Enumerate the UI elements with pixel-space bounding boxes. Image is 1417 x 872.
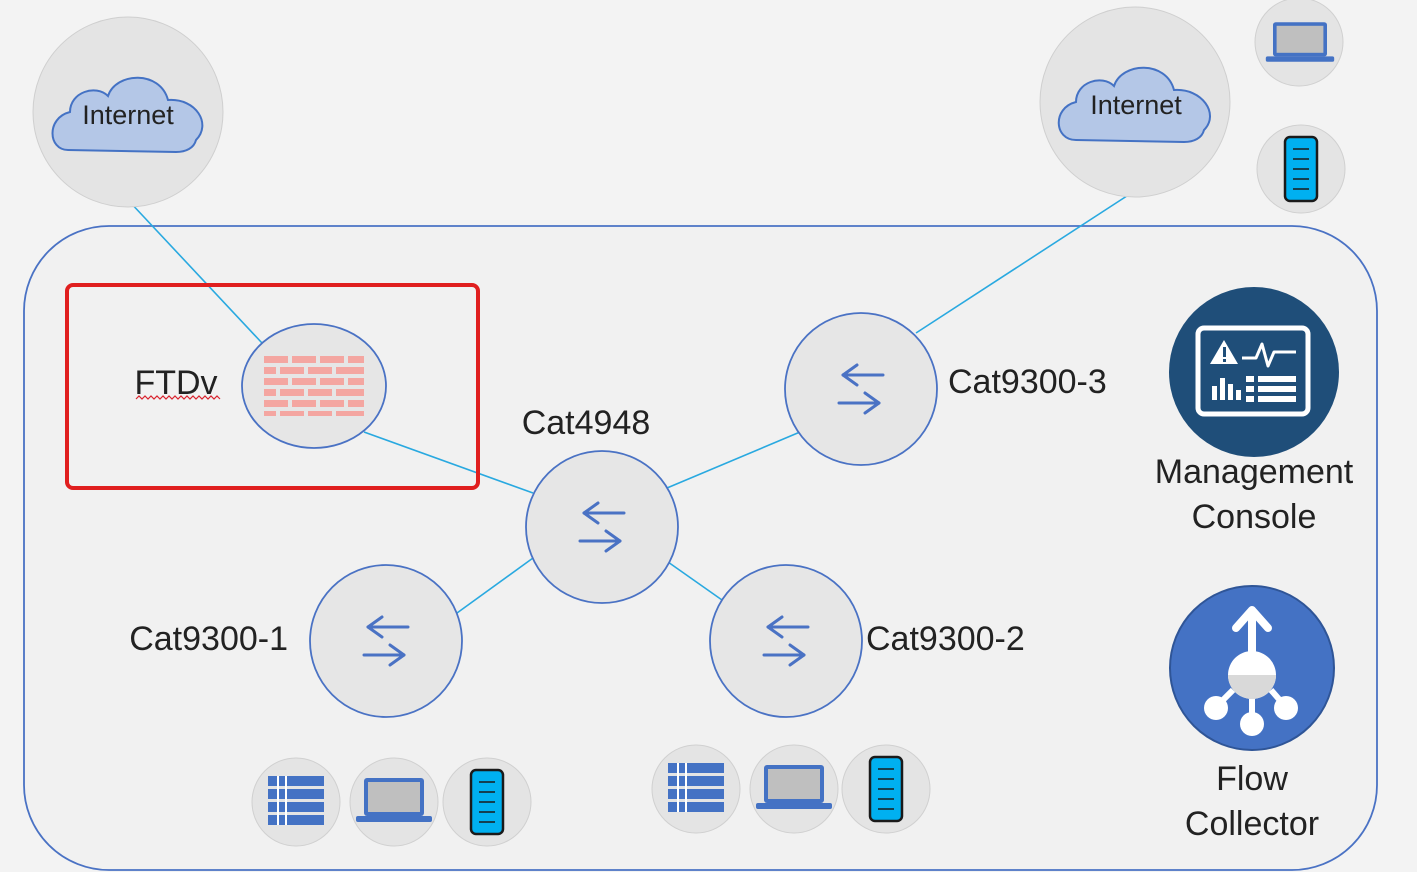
cat4948-label: Cat4948: [522, 404, 651, 442]
management-console-node[interactable]: [1169, 287, 1339, 457]
spellcheck-underline: [135, 395, 221, 400]
cat4948-node[interactable]: [525, 450, 679, 604]
link-ftdv-cat4948: [363, 431, 534, 494]
link-cat4948-cat9300-3: [666, 431, 801, 489]
endpoint-server-right: [651, 744, 741, 834]
cat9300-1-label: Cat9300-1: [129, 620, 288, 658]
laptop-icon: [1265, 22, 1335, 62]
internet-left-label: Internet: [82, 100, 174, 130]
cat9300-3-label: Cat9300-3: [948, 363, 1107, 401]
flow-collector-label-line1: Flow: [1216, 760, 1288, 798]
internet-left-node: Internet: [32, 16, 224, 208]
flow-collector-label-line2: Collector: [1185, 805, 1319, 843]
endpoint-phone-left: [442, 757, 532, 847]
flow-collector-icon: [1204, 606, 1298, 736]
cat9300-1-node[interactable]: [309, 564, 463, 718]
links: [127, 191, 1134, 614]
cat9300-3-node[interactable]: [784, 312, 938, 466]
cloud-icon: [1057, 66, 1211, 144]
management-console-label-line1: Management: [1155, 453, 1354, 491]
cat9300-2-node[interactable]: [709, 564, 863, 718]
ftdv-highlight-box: [65, 283, 480, 490]
phone-icon: [1283, 135, 1319, 203]
ftdv-label: FTDv: [134, 364, 217, 402]
link-cat4948-cat9300-1: [456, 557, 534, 614]
phone-icon: [469, 768, 505, 836]
firewall-icon: [264, 356, 364, 416]
link-cat9300-3-internet: [915, 191, 1134, 334]
flow-collector-node[interactable]: [1169, 585, 1335, 751]
cloud-icon: [51, 76, 204, 154]
internet-right-node: Internet: [1039, 6, 1231, 198]
link-cat4948-cat9300-2: [667, 561, 723, 601]
endpoint-phone-right: [841, 744, 931, 834]
endpoint-laptop-left: [349, 757, 439, 847]
top-right-phone: [1256, 124, 1346, 214]
ftdv-node[interactable]: [241, 323, 387, 449]
endpoint-laptop-right: [749, 744, 839, 834]
laptop-icon: [356, 778, 432, 822]
management-console-label-line2: Console: [1192, 498, 1317, 536]
internet-right-label: Internet: [1090, 90, 1182, 120]
endpoint-server-left: [251, 757, 341, 847]
top-right-laptop: [1254, 0, 1344, 87]
link-internet-ftdv: [127, 199, 263, 344]
laptop-icon: [756, 765, 832, 809]
dashboard-icon: [1195, 325, 1311, 417]
cat9300-2-label: Cat9300-2: [866, 620, 1025, 658]
phone-icon: [868, 755, 904, 823]
